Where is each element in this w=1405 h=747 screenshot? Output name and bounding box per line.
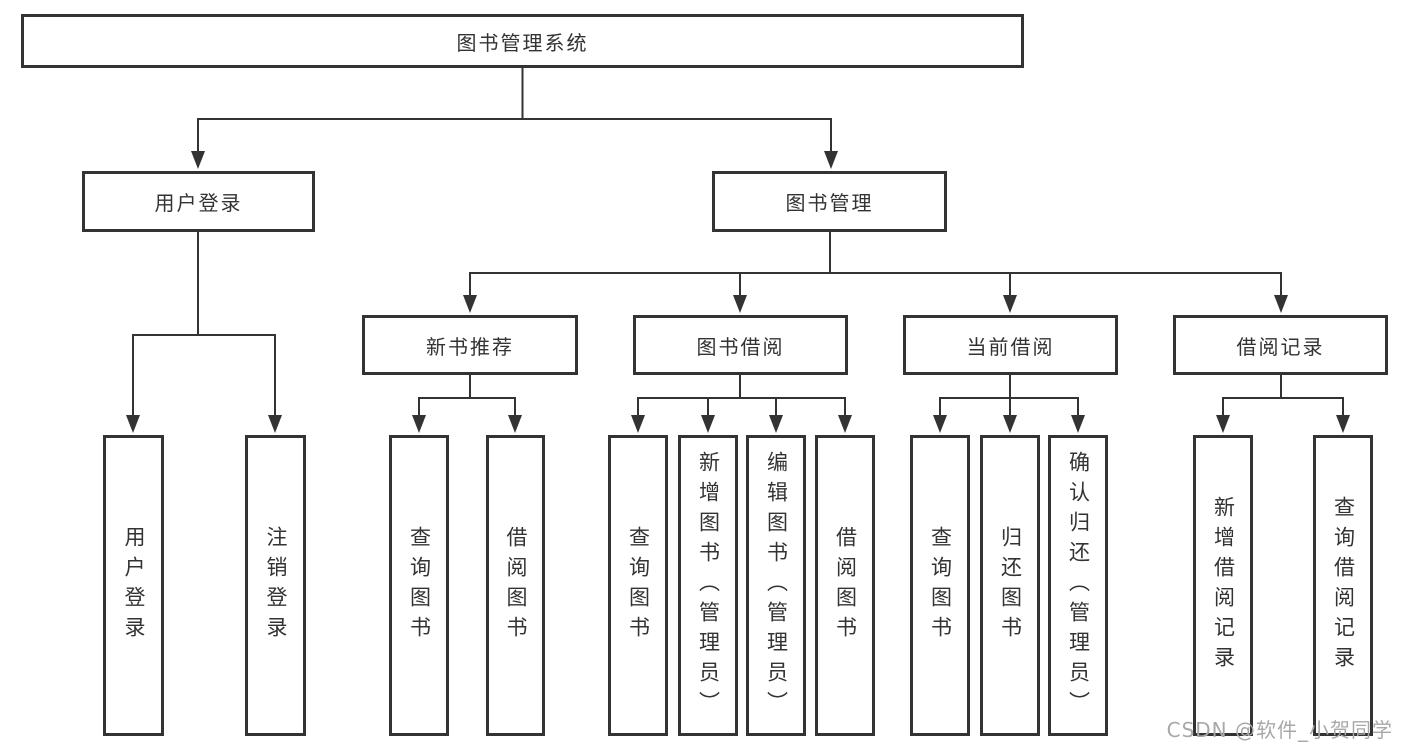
connector-current-borrow-to-leaves (933, 375, 1085, 433)
leaf-label: 查询图书 (407, 525, 432, 646)
node-leaf-br-add: 新增借阅记录 (1193, 435, 1253, 736)
node-leaf-logout: 注销登录 (245, 435, 306, 736)
connector-root-to-level2 (191, 68, 838, 169)
node-borrow-record: 借阅记录 (1173, 315, 1388, 375)
connector-book-mgmt-to-level3 (463, 232, 1288, 313)
node-leaf-cb-query: 查询图书 (910, 435, 970, 736)
node-book-mgmt: 图书管理 (712, 171, 947, 232)
leaf-label: 编辑图书（管理员） (764, 450, 789, 721)
node-leaf-br-query: 查询借阅记录 (1313, 435, 1373, 736)
node-leaf-nbr-query: 查询图书 (389, 435, 449, 736)
leaf-label: 查询图书 (928, 525, 953, 646)
node-leaf-cb-return: 归还图书 (980, 435, 1040, 736)
connector-borrow-record-to-leaves (1216, 375, 1350, 433)
leaf-label: 借阅图书 (504, 525, 528, 646)
leaf-label: 新增借阅记录 (1211, 495, 1236, 676)
node-book-borrow: 图书借阅 (633, 315, 848, 375)
leaf-label: 注销登录 (264, 525, 288, 646)
node-leaf-bb-query: 查询图书 (608, 435, 668, 736)
node-leaf-bb-edit: 编辑图书（管理员） (746, 435, 806, 736)
node-current-borrow: 当前借阅 (903, 315, 1118, 375)
leaf-label: 查询图书 (626, 525, 651, 646)
node-user-login: 用户登录 (82, 171, 315, 232)
node-leaf-bb-borrow: 借阅图书 (815, 435, 875, 736)
leaf-label: 确认归还（管理员） (1066, 450, 1091, 721)
node-leaf-user-login: 用户登录 (103, 435, 164, 736)
node-leaf-nbr-borrow: 借阅图书 (486, 435, 545, 736)
leaf-label: 新增图书（管理员） (696, 450, 721, 721)
connector-book-borrow-to-leaves (631, 375, 852, 433)
leaf-label: 归还图书 (998, 525, 1023, 646)
node-root: 图书管理系统 (21, 14, 1024, 68)
leaf-label: 查询借阅记录 (1331, 495, 1356, 676)
leaf-label: 用户登录 (122, 525, 146, 646)
node-new-book-rec: 新书推荐 (362, 315, 578, 375)
connector-new-book-rec-to-leaves (412, 375, 522, 433)
leaf-label: 借阅图书 (833, 525, 858, 646)
node-leaf-cb-confirm: 确认归还（管理员） (1048, 435, 1108, 736)
connector-user-login-to-leaves (126, 232, 282, 433)
node-leaf-bb-add: 新增图书（管理员） (678, 435, 738, 736)
